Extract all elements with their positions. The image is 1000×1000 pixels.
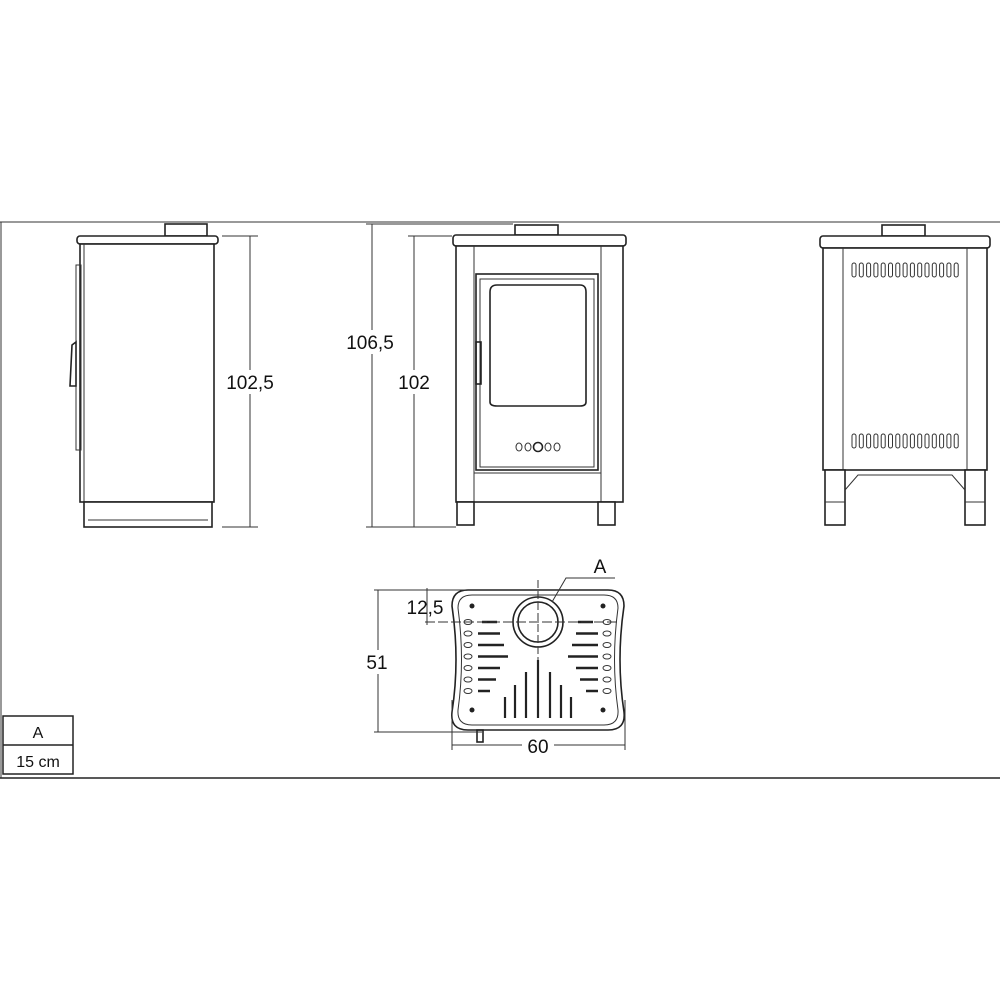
body-height-label: 102: [398, 373, 430, 394]
vent-slot: [939, 433, 945, 449]
vent-slot: [880, 262, 886, 278]
vent-slots-bottom: [851, 433, 959, 449]
vent-slot: [902, 262, 908, 278]
side-hole: [463, 688, 473, 694]
vent-slot: [946, 262, 952, 278]
drawing-frame: [0, 221, 1000, 779]
vent-slots-top: [851, 262, 959, 278]
door-handle-icon: [475, 341, 482, 385]
width-label: 60: [527, 737, 548, 758]
flue-diameter-table: A 15 cm: [2, 715, 74, 775]
side-hole: [602, 688, 612, 694]
vent-slot: [851, 262, 857, 278]
top-view: A 51 12,5 60: [362, 557, 626, 758]
vent-slot: [866, 262, 872, 278]
table-value: 15 cm: [16, 754, 60, 771]
vent-slot: [866, 433, 872, 449]
vent-slot: [946, 433, 952, 449]
side-hole: [602, 665, 612, 671]
side-view: 102,5: [69, 223, 276, 528]
vent-slot: [880, 433, 886, 449]
vent-slot: [953, 433, 959, 449]
vent-slot: [858, 433, 864, 449]
vent-slot: [851, 433, 857, 449]
side-hole: [463, 653, 473, 660]
door-handle-icon: [69, 340, 77, 387]
vent-slot: [924, 433, 930, 449]
flue-offset-label: 12,5: [407, 598, 444, 619]
vent-slot: [931, 262, 937, 278]
side-hole: [463, 665, 473, 671]
table-header: A: [33, 725, 44, 742]
plate-slots: [463, 619, 612, 718]
vent-slot: [895, 433, 901, 449]
side-hole: [602, 676, 612, 683]
side-hole: [463, 630, 473, 637]
back-view: [819, 224, 991, 526]
flue-label: A: [594, 557, 607, 578]
side-hole: [602, 642, 612, 648]
side-hole: [602, 630, 612, 637]
side-hole: [463, 676, 473, 683]
vent-slot: [909, 262, 915, 278]
vent-slot: [888, 262, 893, 278]
vent-slot: [873, 433, 879, 449]
vent-slot: [902, 433, 908, 449]
vent-slot: [917, 433, 923, 449]
vent-slot: [858, 262, 864, 278]
vent-slot: [953, 262, 959, 278]
depth-label: 51: [366, 653, 387, 674]
front-view: 106,5 102: [344, 223, 627, 528]
side-hole: [602, 653, 612, 660]
vent-slot: [931, 433, 937, 449]
air-control-icons: [515, 441, 561, 453]
vent-slot: [873, 262, 879, 278]
vent-slot: [909, 433, 915, 449]
side-hole: [463, 642, 473, 648]
vent-slot: [888, 433, 893, 449]
vent-slot: [924, 262, 930, 278]
vent-slot: [939, 262, 945, 278]
side-height-label: 102,5: [226, 373, 274, 394]
vent-slot: [895, 262, 901, 278]
total-height-label: 106,5: [346, 333, 394, 354]
vent-slot: [917, 262, 923, 278]
